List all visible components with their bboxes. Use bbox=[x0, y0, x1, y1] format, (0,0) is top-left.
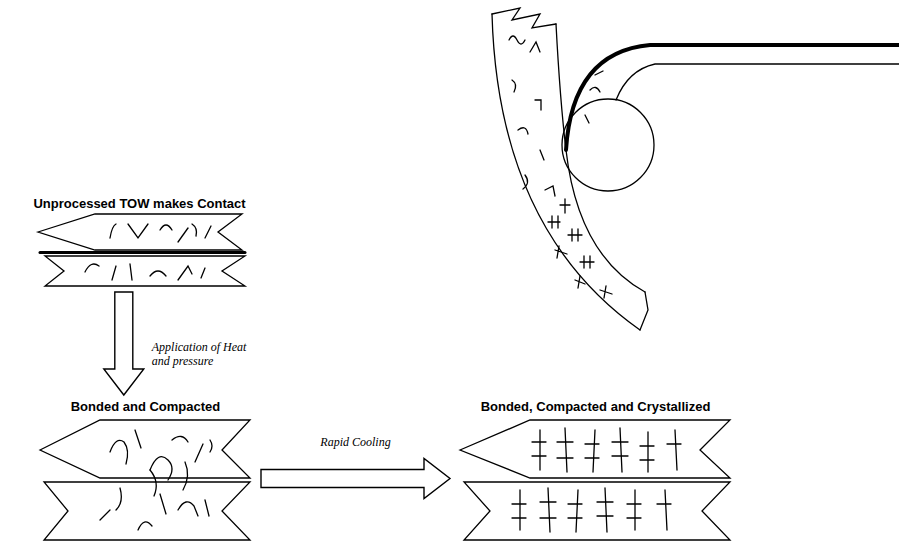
step-label: Rapid Cooling bbox=[318, 435, 392, 449]
stage-heading: Bonded and Compacted bbox=[38, 399, 253, 415]
tow-pair bbox=[38, 214, 245, 286]
stage-heading: Unprocessed TOW makes Contact bbox=[29, 196, 249, 212]
process-arrow bbox=[261, 459, 450, 499]
process-arrow bbox=[104, 292, 144, 395]
roller-head bbox=[492, 8, 899, 330]
stage-heading: Bonded, Compacted and Crystallized bbox=[458, 399, 733, 415]
tow-pair bbox=[40, 420, 250, 540]
tow-stage: Bonded, Compacted and Crystallized bbox=[458, 399, 733, 542]
step-label: Application of Heat and pressure bbox=[150, 340, 254, 368]
tow-pair bbox=[460, 420, 730, 540]
tow-stage: Bonded and Compacted bbox=[38, 399, 253, 542]
tow-stage: Unprocessed TOW makes Contact bbox=[29, 196, 249, 288]
